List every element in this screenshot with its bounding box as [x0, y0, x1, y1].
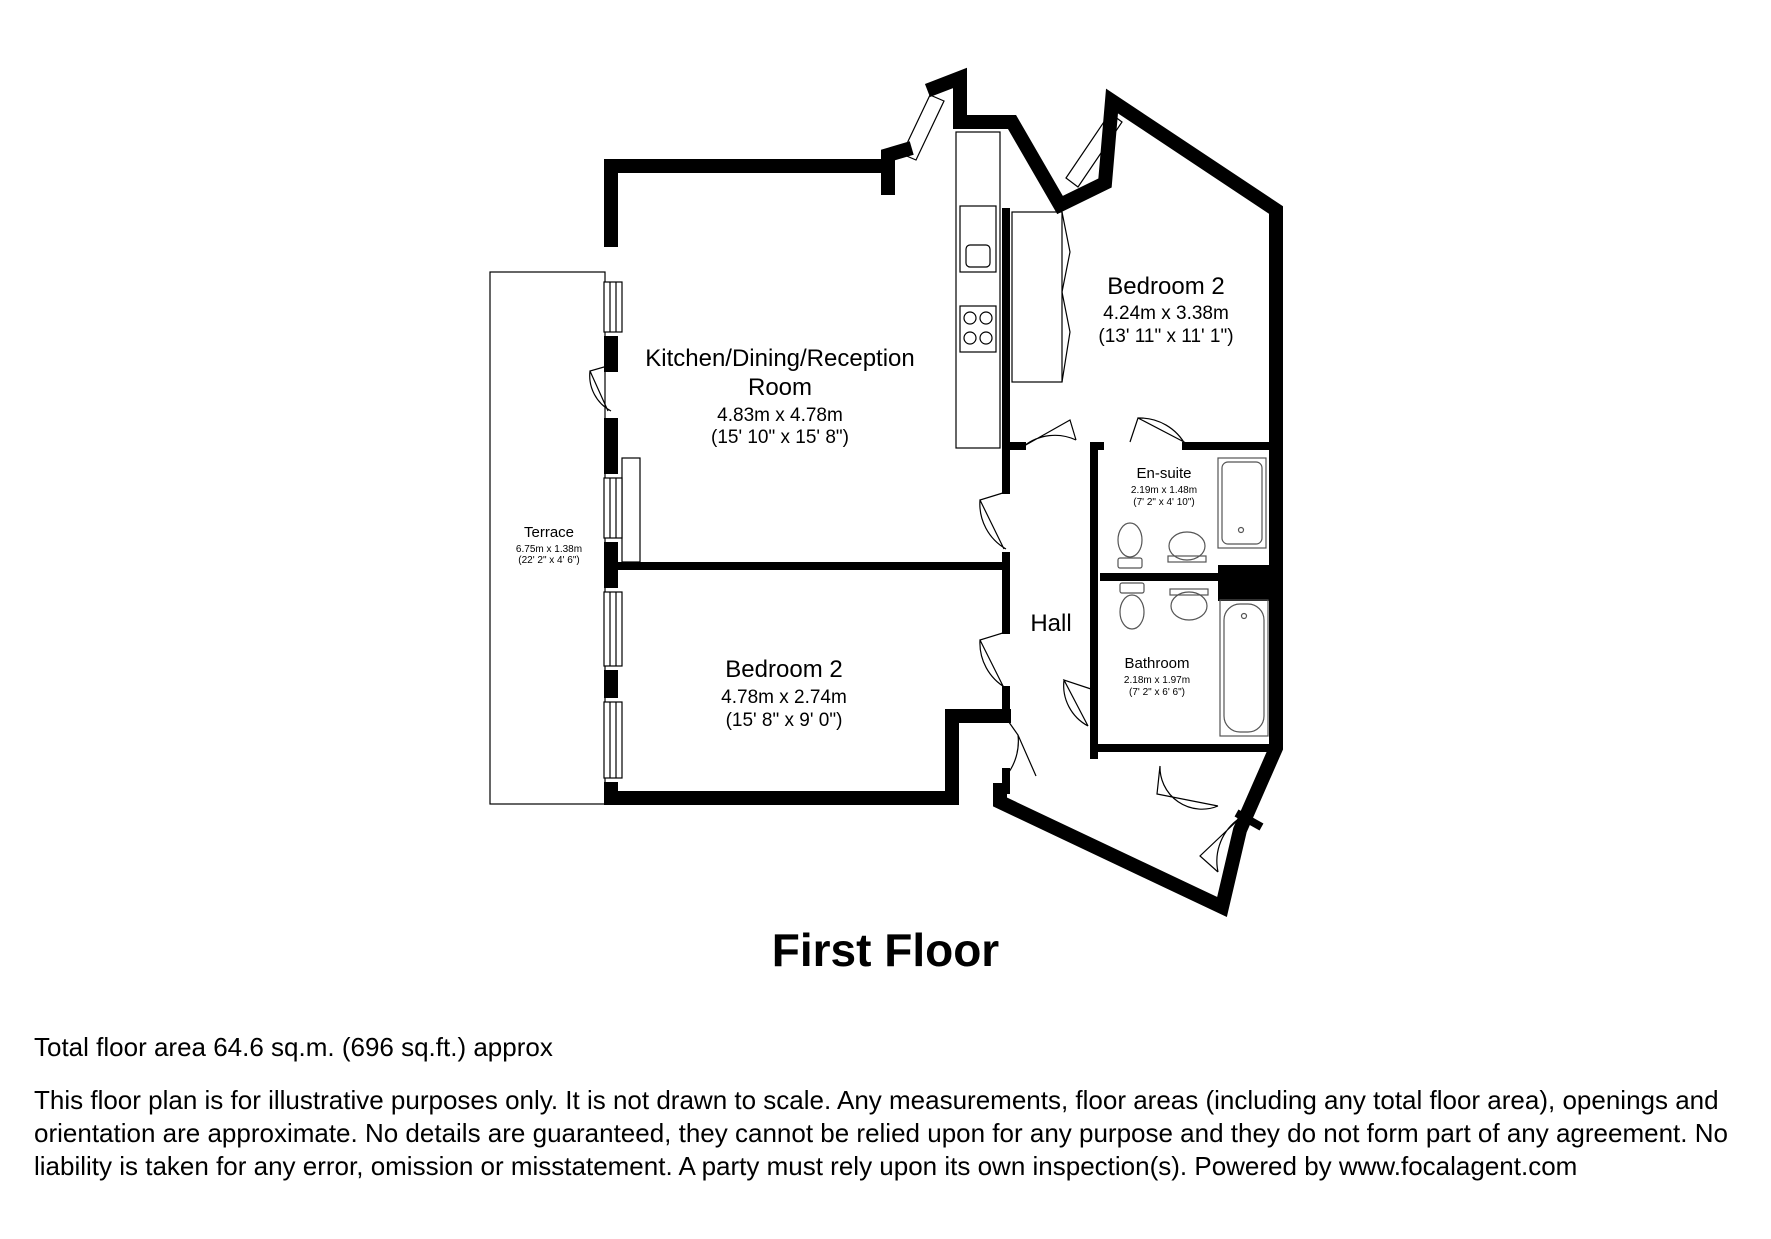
svg-text:Kitchen/Dining/Reception: Kitchen/Dining/Reception: [645, 345, 915, 372]
svg-text:En-suite: En-suite: [1136, 465, 1191, 482]
doors: [589, 364, 1241, 873]
wardrobe: [1011, 211, 1071, 383]
svg-text:(13' 11" x 11' 1"): (13' 11" x 11' 1"): [1098, 326, 1233, 347]
kitchen-counter: [955, 131, 1001, 449]
bathroom-fixtures: [1117, 457, 1269, 737]
svg-text:(7' 2" x 6' 6"): (7' 2" x 6' 6"): [1129, 687, 1185, 698]
room-label-bedroom-lower: Bedroom 2 4.78m x 2.74m (15' 8" x 9' 0"): [721, 656, 847, 731]
room-label-bathroom: Bathroom 2.18m x 1.97m (7' 2" x 6' 6"): [1124, 655, 1190, 698]
svg-text:(7' 2" x 4' 10"): (7' 2" x 4' 10"): [1133, 497, 1195, 508]
svg-text:4.83m x 4.78m: 4.83m x 4.78m: [717, 405, 843, 426]
svg-text:(15' 10" x 15' 8"): (15' 10" x 15' 8"): [711, 427, 849, 448]
svg-text:2.18m x 1.97m: 2.18m x 1.97m: [1124, 675, 1190, 686]
room-label-hall: Hall: [1030, 610, 1071, 637]
svg-text:Room: Room: [748, 374, 812, 401]
svg-text:Bedroom 2: Bedroom 2: [1107, 273, 1224, 300]
service-block: [1218, 565, 1270, 601]
walls: [604, 67, 1283, 918]
svg-text:Terrace: Terrace: [524, 524, 574, 541]
svg-text:Bathroom: Bathroom: [1124, 655, 1189, 672]
svg-text:4.78m x 2.74m: 4.78m x 2.74m: [721, 687, 847, 708]
svg-text:(22' 2" x 4' 6"): (22' 2" x 4' 6"): [518, 555, 580, 566]
room-label-kitchen: Kitchen/Dining/Reception Room 4.83m x 4.…: [645, 345, 915, 448]
windows: [603, 94, 1123, 779]
svg-text:4.24m x 3.38m: 4.24m x 3.38m: [1103, 303, 1229, 324]
svg-text:Bedroom 2: Bedroom 2: [725, 656, 842, 683]
svg-text:Hall: Hall: [1030, 610, 1071, 637]
svg-text:6.75m x 1.38m: 6.75m x 1.38m: [516, 544, 582, 555]
counter-unit: [621, 457, 641, 563]
floor-title: First Floor: [771, 924, 1000, 976]
interior-walls: [616, 208, 1274, 831]
room-label-bedroom-upper: Bedroom 2 4.24m x 3.38m (13' 11" x 11' 1…: [1098, 273, 1233, 347]
svg-text:(15' 8" x 9' 0"): (15' 8" x 9' 0"): [726, 710, 843, 731]
room-label-terrace: Terrace 6.75m x 1.38m (22' 2" x 4' 6"): [516, 524, 582, 566]
total-floor-area: Total floor area 64.6 sq.m. (696 sq.ft.)…: [34, 1032, 553, 1062]
disclaimer-text: This floor plan is for illustrative purp…: [34, 1085, 1728, 1181]
floor-plan-diagram: Kitchen/Dining/Reception Room 4.83m x 4.…: [489, 67, 1283, 918]
svg-text:2.19m x 1.48m: 2.19m x 1.48m: [1131, 485, 1197, 496]
room-label-ensuite: En-suite 2.19m x 1.48m (7' 2" x 4' 10"): [1131, 465, 1197, 508]
